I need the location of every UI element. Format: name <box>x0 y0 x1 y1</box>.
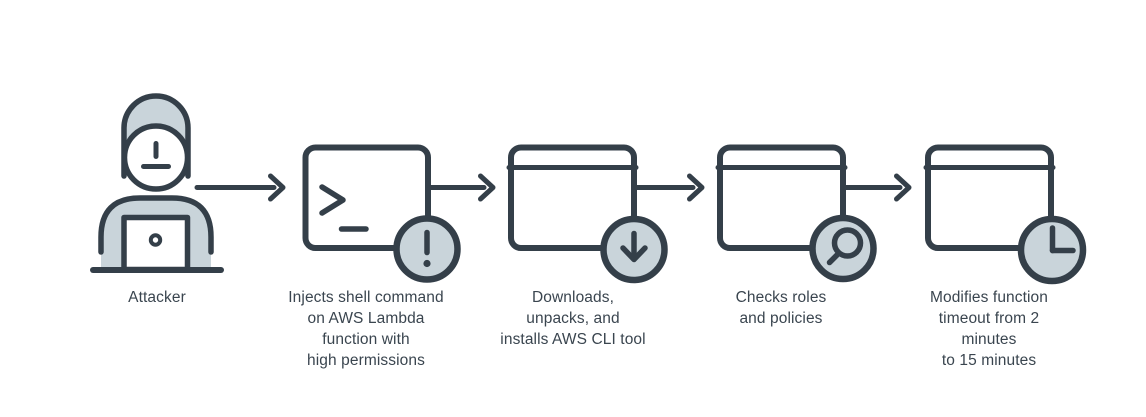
arrowhead-icon <box>478 173 496 202</box>
window-frame <box>717 144 846 251</box>
flow-arrow-2 <box>427 173 496 202</box>
modify-timeout-label: Modifies function timeout from 2 minutes… <box>929 289 1048 369</box>
magnifier-badge-icon <box>809 214 877 283</box>
flow-arrow-4 <box>843 173 912 202</box>
terminal-frame <box>302 144 431 251</box>
arrowhead-icon <box>268 173 286 202</box>
body-outline <box>98 195 214 255</box>
attacker-hoodie-laptop-icon <box>90 93 224 273</box>
flow-arrow-3 <box>634 173 705 202</box>
arrowhead-icon <box>687 173 705 202</box>
download-cli-label: Downloads, unpacks, and installs AWS CLI… <box>500 289 646 348</box>
terminal-window-icon <box>302 144 461 283</box>
window-frame <box>508 144 637 251</box>
check-roles-label: Checks roles and policies <box>735 289 827 327</box>
flow-arrow-1 <box>194 173 286 202</box>
laptop-logo-icon <box>148 233 163 247</box>
download-arrow-badge-icon <box>600 215 668 284</box>
browser-window-search-icon <box>715 144 877 283</box>
window-frame <box>925 144 1054 251</box>
browser-window-download-icon <box>506 144 668 284</box>
inject-shell-command-label: Injects shell command on AWS Lambda func… <box>288 289 444 369</box>
clock-badge-icon <box>1017 215 1087 285</box>
attacker-label: Attacker <box>128 289 186 306</box>
browser-window-clock-icon <box>923 144 1087 285</box>
prompt-chevron-icon <box>319 184 346 216</box>
arrowhead-icon <box>894 173 912 202</box>
exclamation-badge-icon <box>393 215 461 283</box>
